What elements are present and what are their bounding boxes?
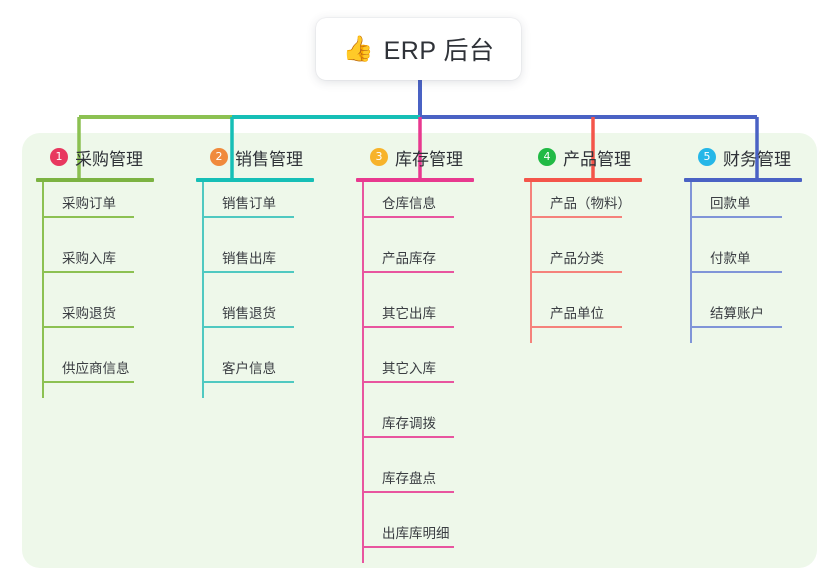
column-1: 1 采购管理采购订单采购入库采购退货供应商信息 xyxy=(36,145,154,402)
menu-item-rule xyxy=(530,271,622,273)
menu-item-label: 其它入库 xyxy=(382,361,436,376)
menu-item[interactable]: 仓库信息 xyxy=(356,182,474,237)
menu-item[interactable]: 库存盘点 xyxy=(356,457,474,512)
column-number-badge: 3 xyxy=(370,148,388,166)
menu-item-rule xyxy=(362,271,454,273)
menu-item[interactable]: 回款单 xyxy=(684,182,802,237)
menu-item[interactable]: 其它入库 xyxy=(356,347,474,402)
diagram-panel xyxy=(22,133,817,568)
menu-item-rule xyxy=(362,436,454,438)
menu-item-rule xyxy=(362,326,454,328)
menu-item-rule xyxy=(362,216,454,218)
column-number-badge: 2 xyxy=(210,148,228,166)
column-header-rule xyxy=(684,178,802,182)
menu-item-rule xyxy=(362,491,454,493)
menu-item[interactable]: 库存调拨 xyxy=(356,402,474,457)
menu-item[interactable]: 其它出库 xyxy=(356,292,474,347)
menu-item[interactable]: 销售出库 xyxy=(196,237,314,292)
menu-item[interactable]: 销售订单 xyxy=(196,182,314,237)
menu-item-rule xyxy=(530,216,622,218)
menu-item-label: 付款单 xyxy=(710,251,751,266)
column-header-5[interactable]: 5 财务管理 xyxy=(684,145,802,169)
column-header-4[interactable]: 4 产品管理 xyxy=(524,145,642,169)
menu-item-rule xyxy=(690,326,782,328)
menu-item-label: 销售出库 xyxy=(222,251,276,266)
menu-item-label: 库存盘点 xyxy=(382,471,436,486)
menu-item-label: 回款单 xyxy=(710,196,751,211)
menu-item-label: 采购订单 xyxy=(62,196,116,211)
column-header-label: 库存管理 xyxy=(395,149,463,169)
menu-item-rule xyxy=(530,326,622,328)
column-4: 4 产品管理产品（物料） 产品分类产品单位 xyxy=(524,145,642,347)
menu-item-rule xyxy=(202,381,294,383)
menu-item-rule xyxy=(202,326,294,328)
menu-item-label: 结算账户 xyxy=(710,306,764,321)
page-title: ERP 后台 xyxy=(383,37,495,65)
column-header-label: 销售管理 xyxy=(235,149,303,169)
menu-item-rule xyxy=(690,216,782,218)
menu-item-rule xyxy=(42,326,134,328)
column-number-badge: 1 xyxy=(50,148,68,166)
menu-item-label: 销售退货 xyxy=(222,306,276,321)
menu-item-rule xyxy=(42,271,134,273)
menu-item-label: 产品分类 xyxy=(550,251,604,266)
menu-item[interactable]: 结算账户 xyxy=(684,292,802,347)
menu-item[interactable]: 销售退货 xyxy=(196,292,314,347)
menu-item-label: 出库库明细 xyxy=(382,526,450,541)
menu-item-rule xyxy=(362,546,454,548)
column-header-rule xyxy=(196,178,314,182)
menu-item[interactable]: 产品分类 xyxy=(524,237,642,292)
menu-item[interactable]: 客户信息 xyxy=(196,347,314,402)
column-header-rule xyxy=(524,178,642,182)
menu-item-rule xyxy=(362,381,454,383)
menu-item-label: 供应商信息 xyxy=(62,361,130,376)
menu-item-label: 采购退货 xyxy=(62,306,116,321)
column-header-rule xyxy=(356,178,474,182)
column-header-2[interactable]: 2 销售管理 xyxy=(196,145,314,169)
column-3: 3 库存管理仓库信息产品库存其它出库其它入库库存调拨库存盘点出库库明细 xyxy=(356,145,474,567)
menu-item[interactable]: 采购入库 xyxy=(36,237,154,292)
menu-item-rule xyxy=(690,271,782,273)
menu-item-label: 仓库信息 xyxy=(382,196,436,211)
column-header-rule xyxy=(36,178,154,182)
menu-item-label: 产品（物料） xyxy=(550,196,631,211)
menu-item[interactable]: 产品库存 xyxy=(356,237,474,292)
column-header-3[interactable]: 3 库存管理 xyxy=(356,145,474,169)
title-card: 👍 ERP 后台 xyxy=(316,18,521,80)
menu-item-label: 客户信息 xyxy=(222,361,276,376)
menu-item-rule xyxy=(202,216,294,218)
menu-item[interactable]: 采购订单 xyxy=(36,182,154,237)
column-5: 5 财务管理回款单付款单结算账户 xyxy=(684,145,802,347)
column-2: 2 销售管理销售订单销售出库销售退货客户信息 xyxy=(196,145,314,402)
menu-item[interactable]: 产品（物料） xyxy=(524,182,642,237)
menu-item[interactable]: 产品单位 xyxy=(524,292,642,347)
menu-item-rule xyxy=(202,271,294,273)
column-header-label: 产品管理 xyxy=(563,149,631,169)
column-number-badge: 5 xyxy=(698,148,716,166)
menu-item[interactable]: 采购退货 xyxy=(36,292,154,347)
menu-item-label: 其它出库 xyxy=(382,306,436,321)
menu-item-rule xyxy=(42,381,134,383)
thumbs-up-icon: 👍 xyxy=(342,34,374,63)
menu-item[interactable]: 出库库明细 xyxy=(356,512,474,567)
menu-item-label: 库存调拨 xyxy=(382,416,436,431)
menu-item-rule xyxy=(42,216,134,218)
menu-item-label: 采购入库 xyxy=(62,251,116,266)
column-number-badge: 4 xyxy=(538,148,556,166)
column-header-1[interactable]: 1 采购管理 xyxy=(36,145,154,169)
column-header-label: 财务管理 xyxy=(723,149,791,169)
menu-item[interactable]: 供应商信息 xyxy=(36,347,154,402)
menu-item-label: 产品单位 xyxy=(550,306,604,321)
column-header-label: 采购管理 xyxy=(75,149,143,169)
menu-item[interactable]: 付款单 xyxy=(684,237,802,292)
menu-item-label: 销售订单 xyxy=(222,196,276,211)
menu-item-label: 产品库存 xyxy=(382,251,436,266)
